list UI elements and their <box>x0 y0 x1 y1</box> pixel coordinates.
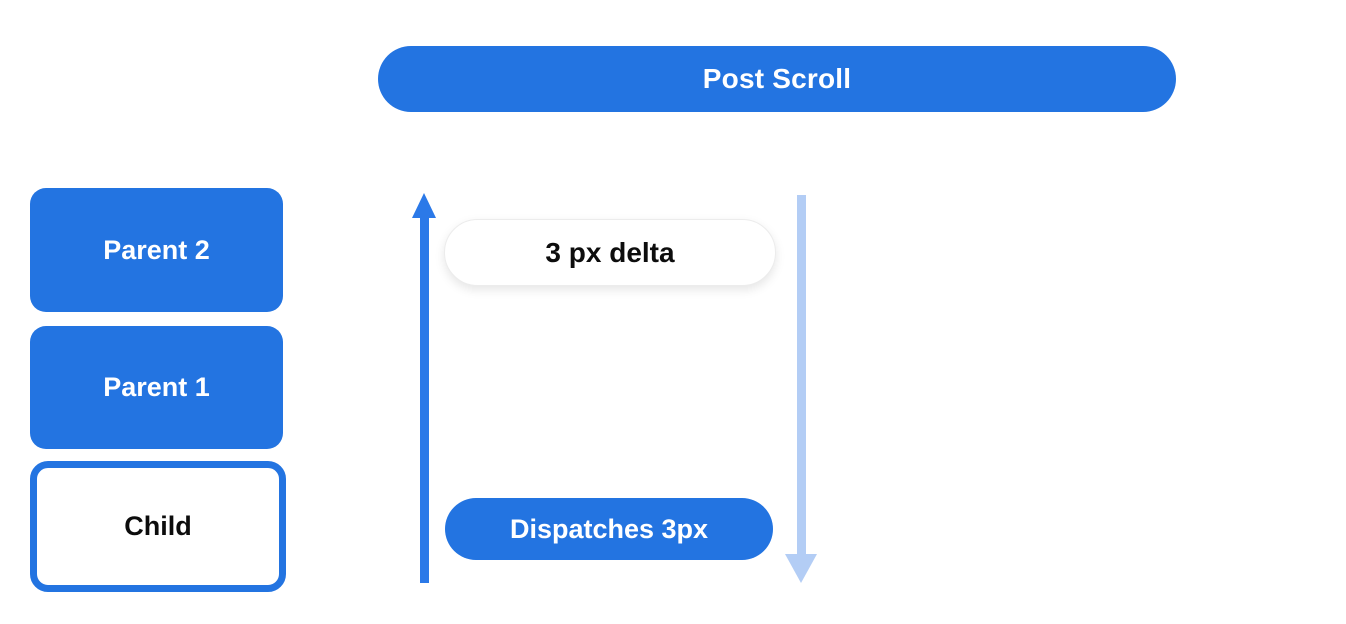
parent-2-box: Parent 2 <box>30 188 283 312</box>
parent-1-box: Parent 1 <box>30 326 283 449</box>
arrow-up-head-icon <box>412 193 436 218</box>
dispatch-label-pill: Dispatches 3px <box>445 498 773 560</box>
arrow-down-shaft <box>797 195 806 555</box>
post-scroll-banner: Post Scroll <box>378 46 1176 112</box>
arrow-up-shaft <box>420 216 429 583</box>
delta-label-pill: 3 px delta <box>444 219 776 286</box>
child-box: Child <box>30 461 286 592</box>
arrow-down-head-icon <box>785 554 817 583</box>
